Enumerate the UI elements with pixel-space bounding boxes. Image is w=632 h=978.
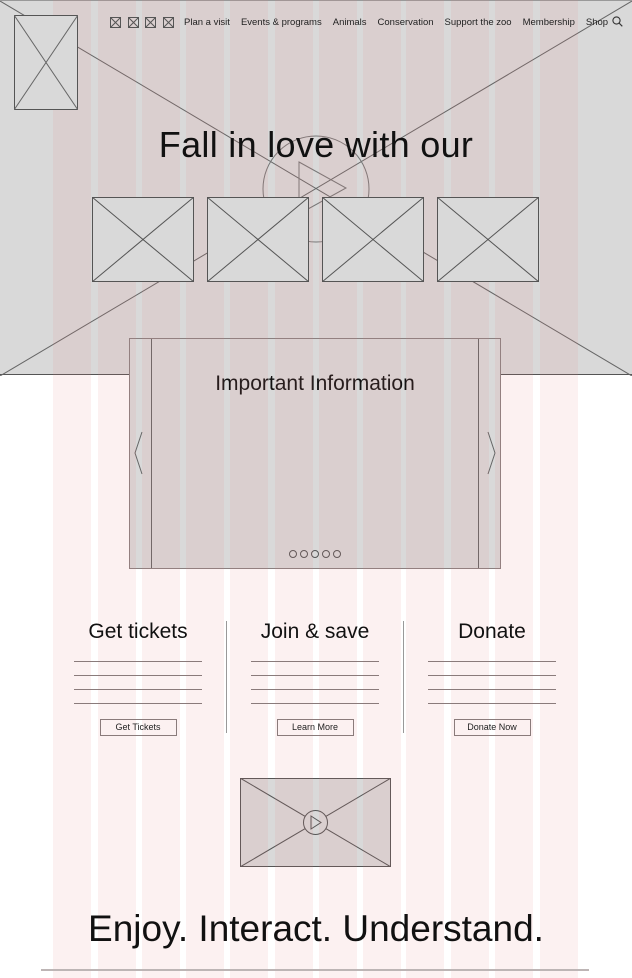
cta-title: Donate — [458, 620, 526, 643]
logo-placeholder[interactable] — [14, 15, 78, 110]
chevron-left-icon[interactable] — [134, 431, 144, 475]
social-placeholder-icon[interactable] — [145, 16, 156, 28]
search-icon[interactable] — [612, 16, 623, 27]
hero-banner — [0, 0, 632, 376]
video-frame — [240, 778, 391, 867]
cta-join-save: Join & save Learn More — [250, 618, 380, 736]
important-info-carousel: Important Information — [129, 338, 501, 569]
nav-link-membership[interactable]: Membership — [522, 16, 575, 28]
footer-divider — [41, 969, 589, 971]
cta-donate: Donate Donate Now — [427, 618, 557, 736]
social-placeholder-icon[interactable] — [162, 16, 174, 28]
cta-title: Join & save — [260, 620, 370, 643]
cta-get-tickets: Get tickets Get Tickets — [73, 618, 203, 736]
carousel-dot[interactable] — [289, 550, 297, 558]
hero-thumbnail[interactable] — [92, 197, 194, 282]
text-placeholder-lines — [251, 661, 379, 704]
nav-link-plan-a-visit[interactable]: Plan a visit — [184, 16, 230, 28]
nav-link-events-programs[interactable]: Events & programs — [240, 16, 322, 28]
hero-thumbnail[interactable] — [322, 197, 424, 282]
nav-link-support-the-zoo[interactable]: Support the zoo — [444, 16, 512, 28]
get-tickets-button[interactable]: Get Tickets — [99, 719, 177, 736]
text-placeholder-lines — [74, 661, 202, 704]
nav-link-shop[interactable]: Shop — [585, 16, 609, 28]
nav-link-animals[interactable]: Animals — [332, 16, 367, 28]
hero-thumbnail[interactable] — [437, 197, 539, 282]
hero-thumbnail[interactable] — [207, 197, 309, 282]
video-placeholder[interactable] — [240, 778, 391, 867]
carousel-pagination — [130, 550, 500, 558]
donate-now-button[interactable]: Donate Now — [453, 719, 531, 736]
column-divider — [403, 621, 404, 733]
carousel-edge-left — [151, 339, 152, 568]
carousel-edge-right — [478, 339, 479, 568]
chevron-right-icon[interactable] — [486, 431, 496, 475]
carousel-dot[interactable] — [311, 550, 319, 558]
learn-more-button[interactable]: Learn More — [276, 719, 354, 736]
play-icon — [310, 815, 322, 830]
carousel-dot[interactable] — [322, 550, 330, 558]
main-nav: Plan a visit Events & programs Animals C… — [110, 14, 619, 30]
hero-title: Fall in love with our — [158, 124, 474, 165]
social-placeholder-icon[interactable] — [127, 16, 139, 28]
text-placeholder-lines — [428, 661, 556, 704]
nav-link-conservation[interactable]: Conservation — [377, 16, 434, 28]
social-placeholder-icon[interactable] — [110, 16, 121, 28]
carousel-dot[interactable] — [300, 550, 308, 558]
cta-title: Get tickets — [88, 620, 188, 643]
carousel-title: Important Information — [215, 372, 415, 395]
column-divider — [226, 621, 227, 733]
carousel-dot[interactable] — [333, 550, 341, 558]
hero-image-placeholder — [0, 1, 632, 376]
tagline: Enjoy. Interact. Understand. — [88, 908, 544, 949]
